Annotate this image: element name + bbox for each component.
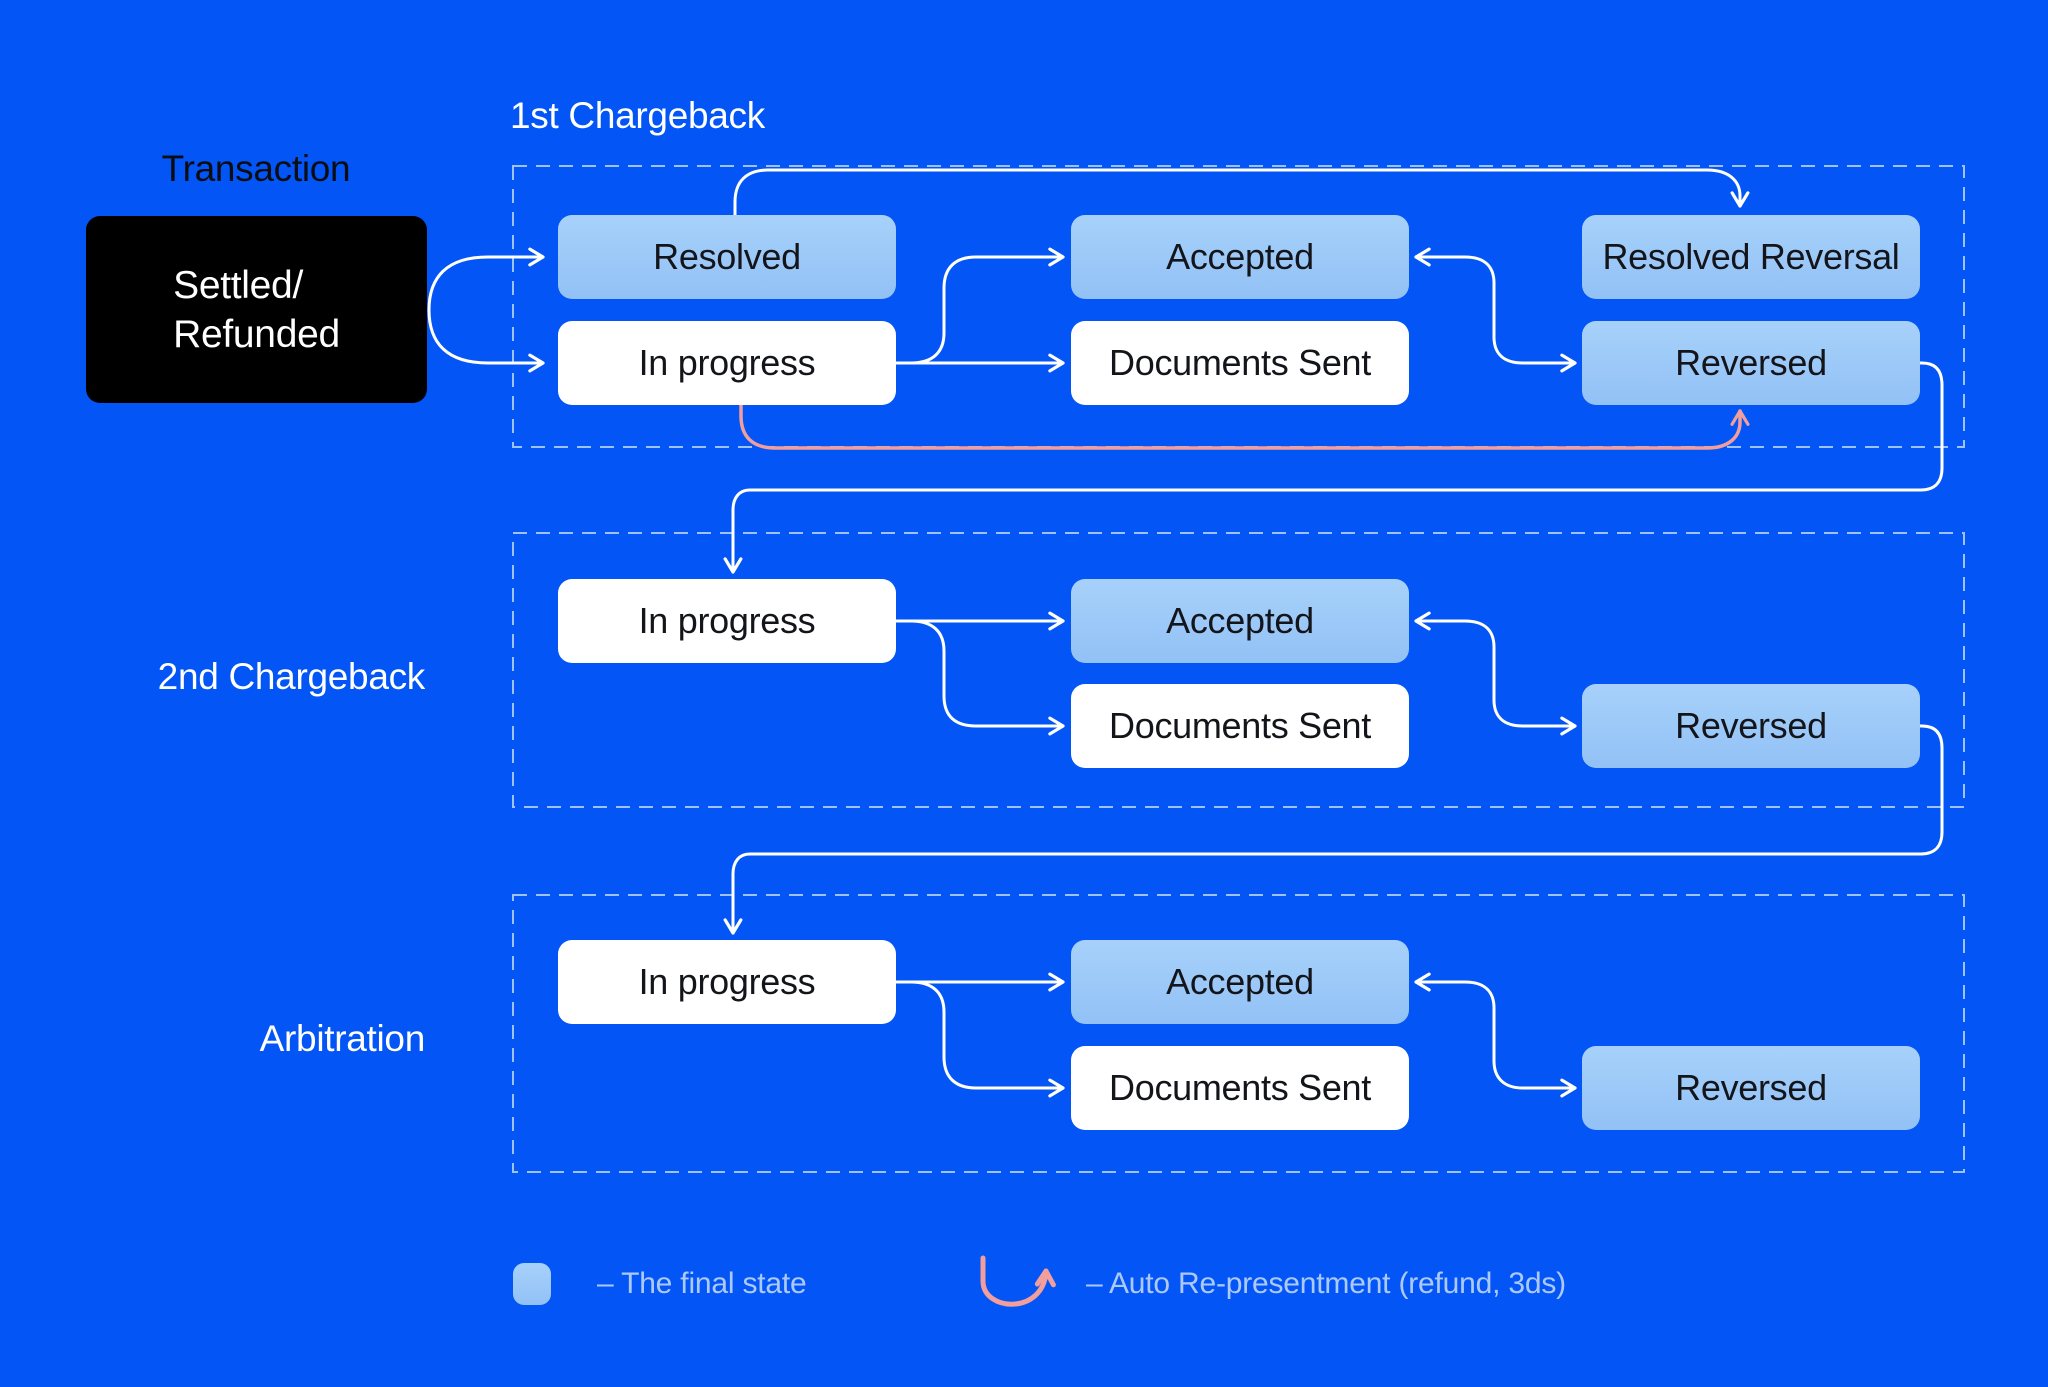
arrow-resolved-to-resolved-reversal (733, 168, 1750, 217)
section-border-arbitration (512, 894, 1965, 1173)
arrow-auto-representment (739, 403, 1750, 450)
arrow-in-progress-to-documents-sent-3 (895, 980, 1065, 1098)
node-resolved-reversal: Resolved Reversal (1582, 215, 1920, 299)
node-accepted-2: Accepted (1071, 579, 1409, 663)
arrow-accepted-reversed-2 (1414, 611, 1577, 736)
arrow-settled-to-in-progress (427, 308, 545, 373)
arrow-in-progress-to-documents-sent-2 (895, 619, 1065, 736)
legend-auto-representment: – Auto Re-presentment (refund, 3ds) (1086, 1267, 1566, 1300)
first-chargeback-label: 1st Chargeback (510, 95, 765, 136)
node-documents-sent-1: Documents Sent (1071, 321, 1409, 405)
node-in-progress-3: In progress (558, 940, 896, 1024)
node-reversed-3: Reversed (1582, 1046, 1920, 1130)
arrow-settled-to-resolved (427, 247, 545, 312)
settled-line: Settled/ (173, 263, 303, 307)
node-documents-sent-3: Documents Sent (1071, 1046, 1409, 1130)
node-resolved-1: Resolved (558, 215, 896, 299)
node-settled-refunded: Settled/ Refunded (86, 216, 427, 403)
node-reversed-2: Reversed (1582, 684, 1920, 768)
second-chargeback-label: 2nd Chargeback (157, 656, 426, 697)
arbitration-label: Arbitration (259, 1018, 426, 1059)
auto-representment-icon (980, 1255, 1056, 1307)
node-in-progress-2: In progress (558, 579, 896, 663)
node-accepted-3: Accepted (1071, 940, 1409, 1024)
arrow-accepted-reversed-3 (1414, 972, 1577, 1098)
arrow-accepted-reversed-1 (1414, 247, 1577, 373)
transaction-label: Transaction (161, 148, 351, 189)
legend-final-state: – The final state (597, 1267, 807, 1300)
node-reversed-1: Reversed (1582, 321, 1920, 405)
arrow-in-progress-to-accepted-1 (895, 247, 1065, 365)
node-in-progress-1: In progress (558, 321, 896, 405)
final-state-swatch-icon (513, 1263, 551, 1305)
refunded-line: Refunded (173, 312, 340, 356)
node-accepted-1: Accepted (1071, 215, 1409, 299)
node-documents-sent-2: Documents Sent (1071, 684, 1409, 768)
